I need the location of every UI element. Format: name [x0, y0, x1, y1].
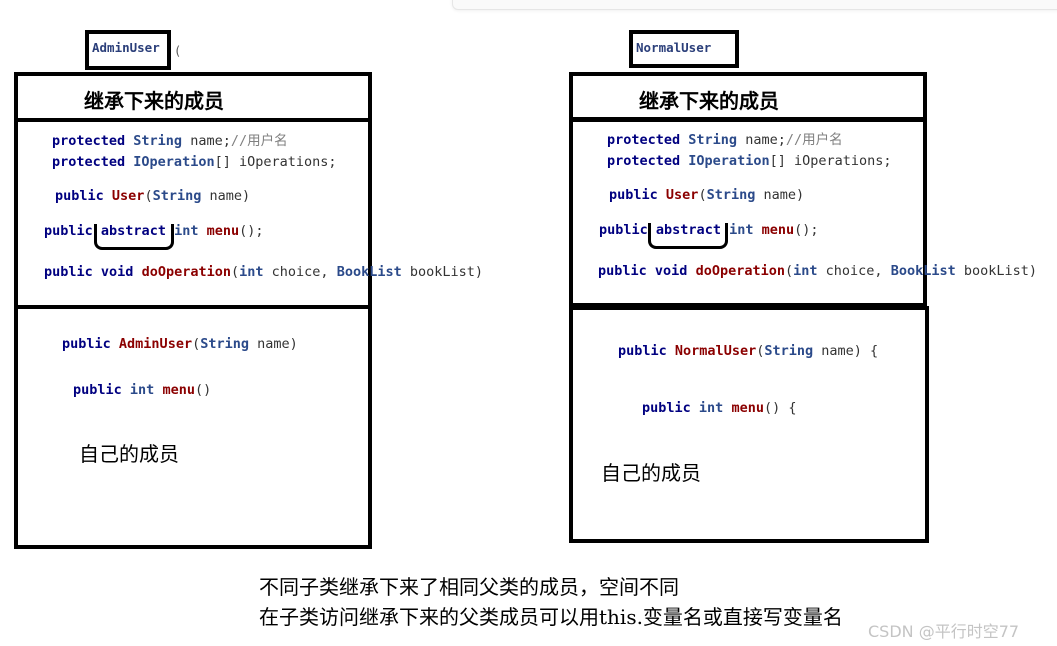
class-name-label: NormalUser: [636, 40, 712, 55]
abstract-highlight-bracket: [648, 223, 728, 249]
code-line-abstract-menu: public abstract int menu();: [599, 222, 819, 238]
code-line-operations-field: protected IOperation[] iOperations;: [52, 154, 337, 170]
inherited-heading-right: 继承下来的成员: [639, 89, 779, 113]
own-members-box-left: [14, 305, 372, 549]
inherited-members-box-right: [569, 117, 927, 307]
code-line-adminuser-constructor: public AdminUser(String name): [62, 336, 298, 352]
code-line-do-operation: public void doOperation(int choice, Book…: [598, 263, 1038, 279]
note-line-1: 不同子类继承下来了相同父类的成员，空间不同: [259, 575, 679, 599]
inherited-heading-left: 继承下来的成员: [84, 89, 224, 113]
code-line-normaluser-constructor: public NormalUser(String name) {: [618, 343, 879, 359]
code-line-menu-impl: public int menu(): [73, 382, 212, 398]
own-members-box-right: [569, 306, 929, 543]
code-line-abstract-menu: public abstract int menu();: [44, 223, 264, 239]
abstract-highlight-bracket: [94, 224, 174, 250]
stray-mark: (: [174, 44, 182, 58]
own-heading-left: 自己的成员: [79, 442, 179, 466]
code-line-operations-field: protected IOperation[] iOperations;: [607, 153, 892, 169]
code-line-name-field: protected String name;//用户名: [607, 132, 843, 148]
code-line-user-constructor: public User(String name): [55, 188, 251, 204]
code-line-name-field: protected String name;//用户名: [52, 133, 288, 149]
own-heading-right: 自己的成员: [601, 461, 701, 485]
class-name-label: AdminUser: [92, 40, 160, 55]
class-name-box-adminuser: AdminUser: [85, 30, 171, 70]
code-line-menu-impl: public int menu() {: [642, 400, 797, 416]
code-line-user-constructor: public User(String name): [609, 187, 805, 203]
code-line-do-operation: public void doOperation(int choice, Book…: [44, 264, 484, 280]
class-name-box-normaluser: NormalUser: [629, 30, 739, 68]
note-line-2: 在子类访问继承下来的父类成员可以用this.变量名或直接写变量名: [259, 605, 843, 629]
browser-toolbar-edge: [452, 0, 1057, 10]
watermark-text: CSDN @平行时空77: [868, 622, 1020, 641]
